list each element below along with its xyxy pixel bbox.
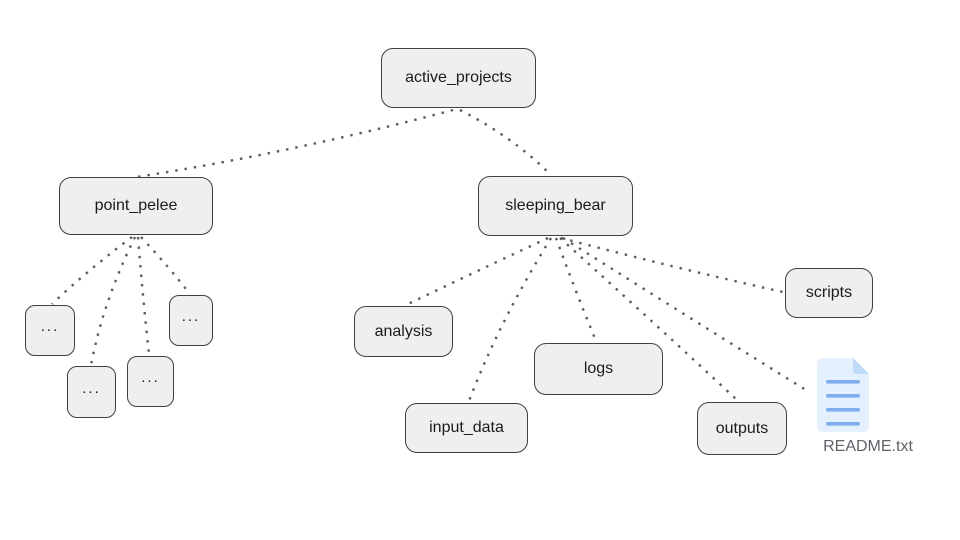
- connector-sleeping-bear-to-analysis: [407, 236, 549, 306]
- collapsed-node-3-label: ...: [141, 369, 160, 386]
- folder-node-point-pelee-label: point_pelee: [94, 197, 178, 214]
- folder-node-logs: logs: [534, 343, 663, 395]
- folder-node-logs-label: logs: [583, 360, 614, 377]
- connector-sleeping-bear-to-scripts: [560, 236, 784, 294]
- folder-node-scripts: scripts: [785, 268, 873, 318]
- document-icon: [817, 358, 869, 432]
- connector-sleeping-bear-to-logs: [554, 237, 598, 342]
- collapsed-node-3: ...: [127, 356, 174, 407]
- folder-node-active-projects-label: active_projects: [405, 69, 512, 86]
- collapsed-node-1: ...: [25, 305, 75, 356]
- folder-node-analysis-label: analysis: [374, 322, 433, 340]
- folder-node-analysis: analysis: [354, 306, 453, 357]
- folder-node-point-pelee: point_pelee: [59, 177, 213, 235]
- connector-point-pelee-to-child-3: [136, 236, 151, 355]
- readme-file: [817, 358, 869, 432]
- readme-file-label: README.txt: [823, 438, 913, 455]
- connector-point-pelee-to-child-4: [140, 236, 190, 294]
- folder-node-sleeping-bear: sleeping_bear: [478, 176, 633, 236]
- folder-node-active-projects: active_projects: [381, 48, 536, 108]
- collapsed-node-4: ...: [169, 295, 213, 346]
- folder-node-scripts-label: scripts: [805, 284, 853, 301]
- folder-node-input-data: input_data: [405, 403, 528, 453]
- connector-point-pelee-to-child-1: [51, 236, 133, 305]
- connector-root-to-point-pelee: [136, 108, 454, 179]
- collapsed-node-1-label: ...: [40, 318, 60, 335]
- connector-root-to-sleeping-bear: [459, 108, 552, 176]
- document-icon-fold: [853, 358, 869, 374]
- connector-point-pelee-to-child-2: [89, 236, 137, 366]
- folder-node-input-data-label: input_data: [429, 419, 504, 436]
- folder-node-outputs-label: outputs: [715, 419, 769, 437]
- folder-node-sleeping-bear-label: sleeping_bear: [505, 197, 606, 214]
- connector-sleeping-bear-to-input-data: [467, 237, 553, 402]
- folder-node-outputs: outputs: [697, 402, 787, 455]
- document-icon-text-lines: [826, 380, 860, 426]
- collapsed-node-4-label: ...: [181, 308, 201, 325]
- connector-sleeping-bear-to-readme: [562, 236, 807, 392]
- collapsed-node-2-label: ...: [82, 379, 101, 397]
- collapsed-node-2: ...: [67, 366, 116, 418]
